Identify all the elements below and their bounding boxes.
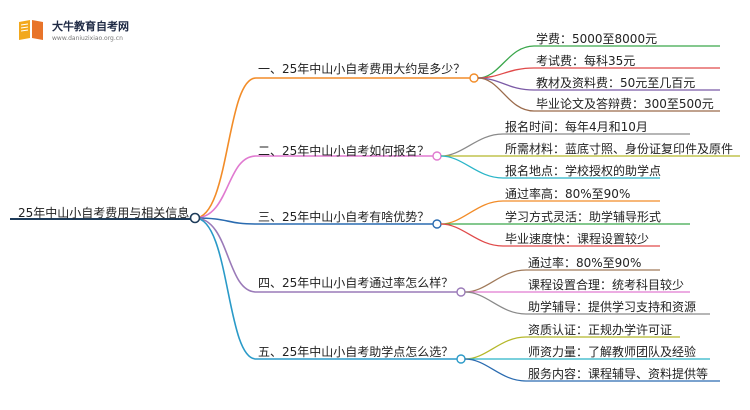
- leaf-3-3-label[interactable]: 毕业速度快：课程设置较少: [505, 232, 650, 246]
- branch-4-node-icon: [456, 287, 466, 297]
- branch-1-node-icon: [469, 73, 479, 83]
- branch-3-connector: [194, 217, 257, 225]
- leaf-5-2-label[interactable]: 师资力量：了解教师团队及经验: [528, 345, 697, 359]
- leaf-3-1-connector: [440, 200, 504, 225]
- site-logo[interactable]: 大牛教育自考网 www.daniuzixiao.org.cn: [16, 14, 156, 50]
- leaf-1-2-label[interactable]: 考试费：每科35元: [536, 54, 636, 68]
- branch-4-label[interactable]: 四、25年中山小自考通过率怎么样？: [258, 276, 454, 290]
- branch-3-node-icon: [432, 219, 442, 229]
- leaf-3-2-label[interactable]: 学习方式灵活：助学辅导形式: [505, 210, 662, 224]
- leaf-4-1-label[interactable]: 通过率：80%至90%: [528, 256, 642, 270]
- branch-2-connector: [194, 155, 257, 219]
- leaf-2-3-label[interactable]: 报名地点：学校授权的助学点: [505, 164, 662, 178]
- leaf-5-3-connector: [464, 358, 527, 382]
- branch-2-label[interactable]: 二、25年中山小自考如何报名？: [258, 144, 430, 158]
- leaf-3-3-connector: [440, 223, 504, 247]
- branch-3-label[interactable]: 三、25年中山小自考有啥优势？: [258, 210, 430, 224]
- logo-title: 大牛教育自考网: [52, 20, 129, 33]
- branch-5-node-icon: [456, 354, 466, 364]
- branch-1-label[interactable]: 一、25年中山小自考费用大约是多少？: [258, 62, 466, 76]
- book-logo-icon: [19, 20, 43, 40]
- leaf-2-1-label[interactable]: 报名时间：每年4月和10月: [505, 120, 648, 134]
- leaf-1-4-connector: [477, 77, 535, 112]
- leaf-4-2-label[interactable]: 课程设置合理：统考科目较少: [528, 278, 685, 292]
- branch-1-connector: [194, 77, 257, 219]
- leaf-1-3-label[interactable]: 教材及资料费：50元至几百元: [536, 76, 696, 90]
- leaf-1-1-label[interactable]: 学费：5000至8000元: [536, 32, 658, 46]
- leaf-4-3-label[interactable]: 助学辅导：提供学习支持和资源: [528, 300, 697, 314]
- leaf-3-1-label[interactable]: 通过率高：80%至90%: [505, 187, 631, 201]
- branch-2-node-icon: [432, 151, 442, 161]
- leaf-2-3-connector: [440, 155, 504, 179]
- branch-5-label[interactable]: 五、25年中山小自考助学点怎么选？: [258, 345, 454, 359]
- leaf-5-3-label[interactable]: 服务内容：课程辅导、资料提供等: [528, 367, 709, 381]
- leaf-1-4-label[interactable]: 毕业论文及答辩费：300至500元: [536, 97, 714, 111]
- branch-5-connector: [194, 217, 257, 360]
- root-node-icon: [189, 212, 201, 224]
- leaf-2-2-label[interactable]: 所需材料：蓝底寸照、身份证复印件及原件: [505, 142, 734, 156]
- leaf-2-1-connector: [440, 133, 504, 157]
- leaf-4-3-connector: [464, 291, 527, 315]
- root-node-label[interactable]: 25年中山小自考费用与相关信息: [18, 206, 190, 220]
- leaf-5-1-connector: [464, 336, 527, 360]
- leaf-5-1-label[interactable]: 资质认证：正规办学许可证: [528, 323, 673, 337]
- branch-4-connector: [194, 217, 257, 293]
- leaf-4-1-connector: [464, 269, 527, 293]
- logo-url: www.daniuzixiao.org.cn: [52, 35, 123, 42]
